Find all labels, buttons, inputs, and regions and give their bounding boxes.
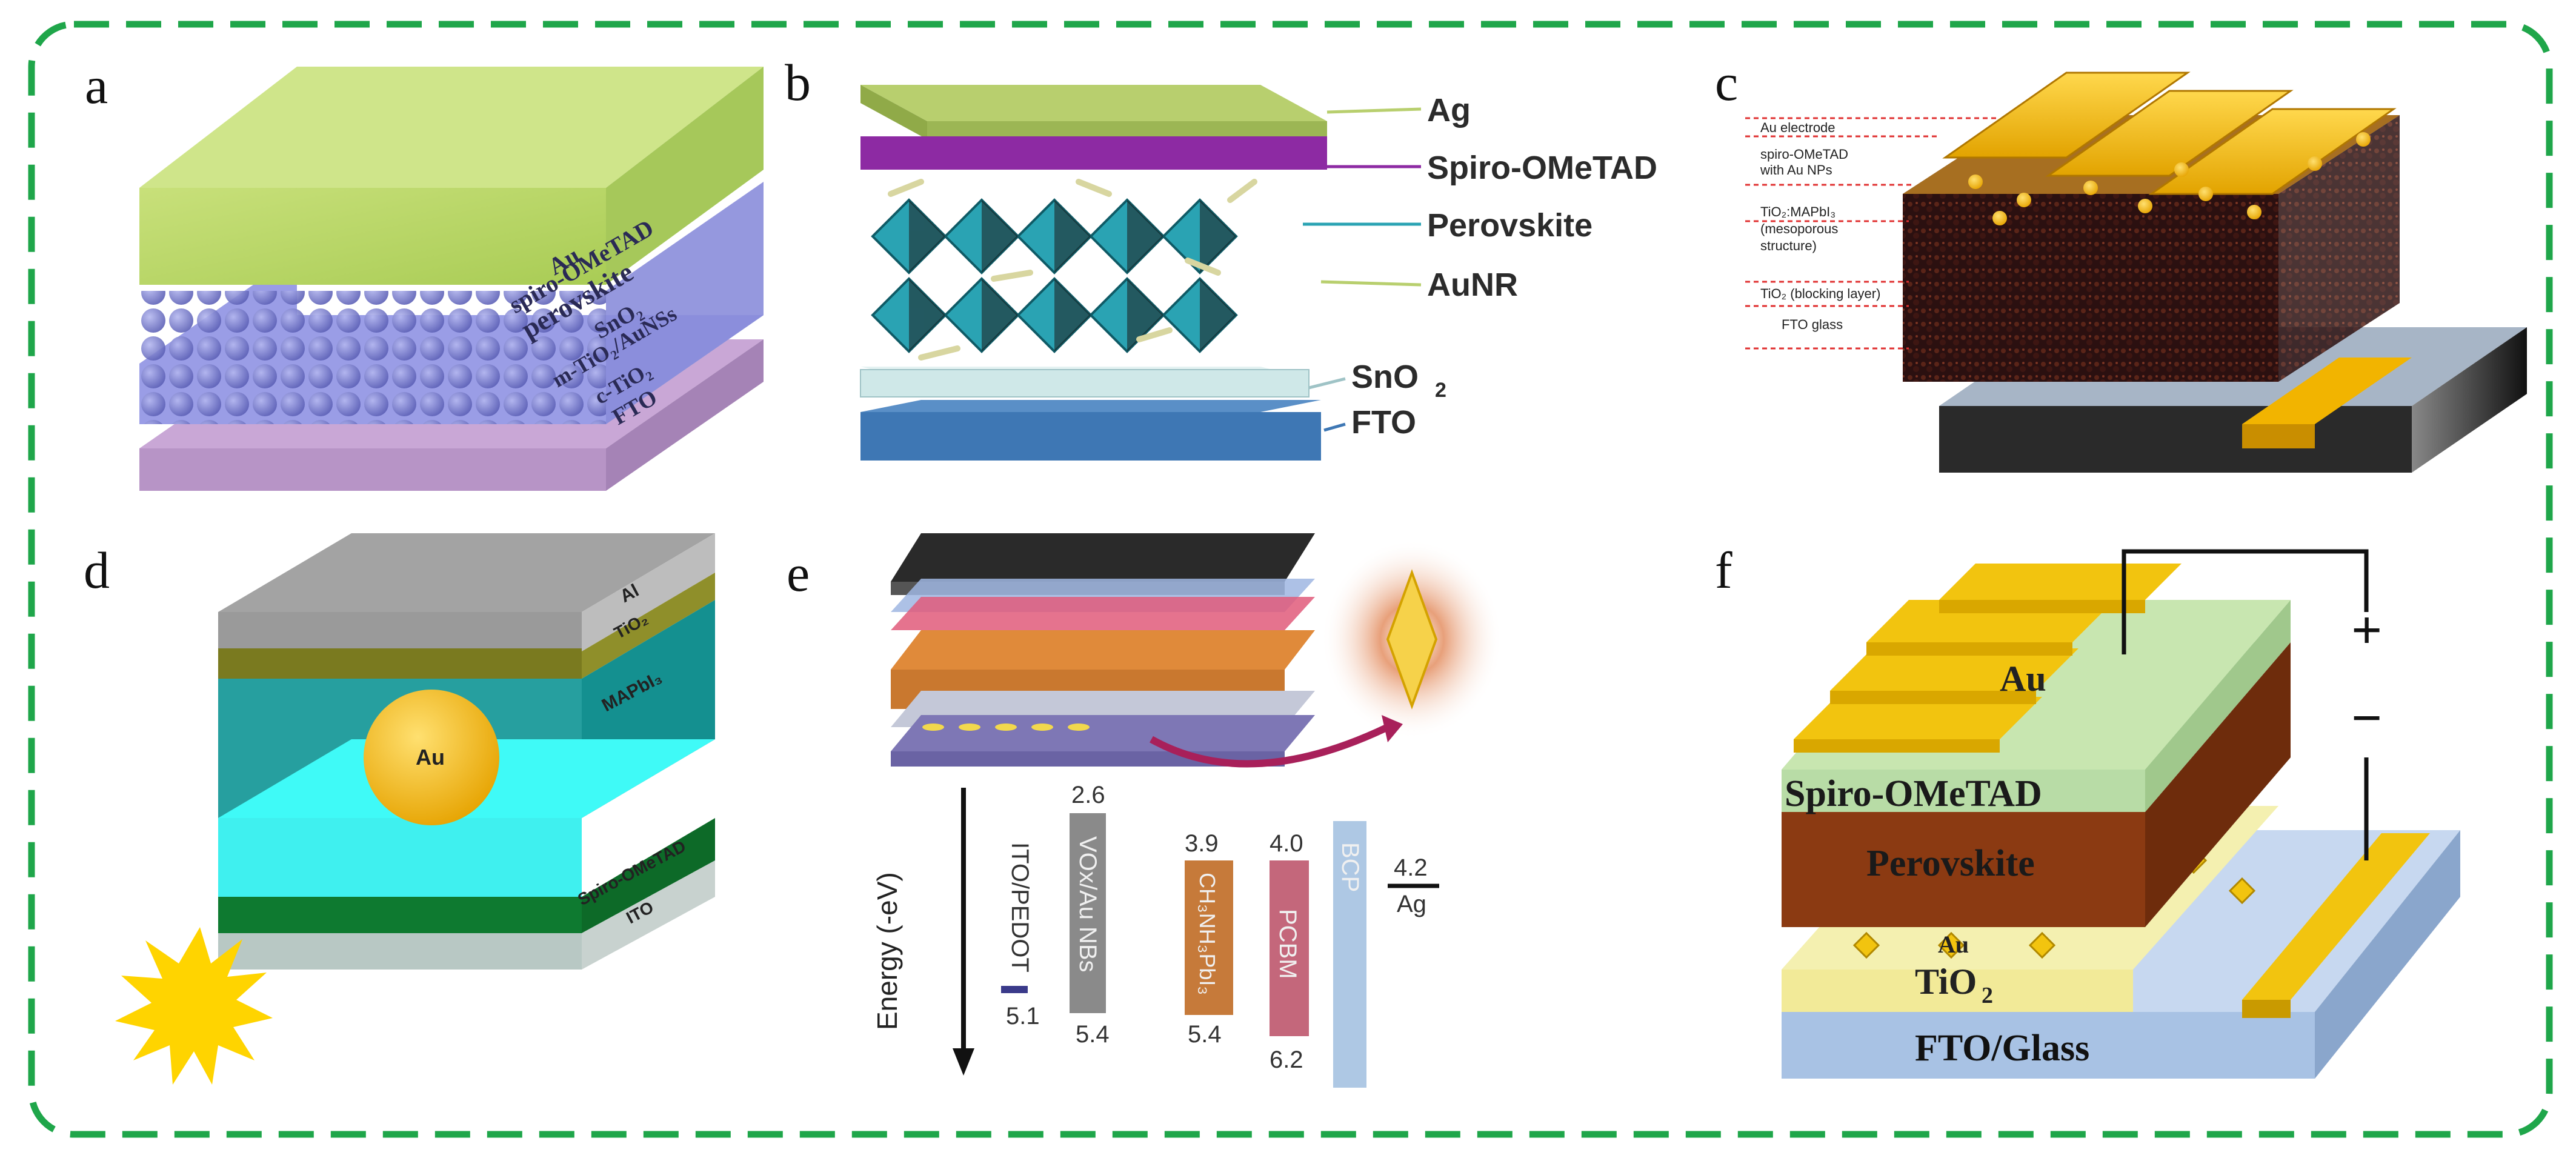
panel-e-bar-bottom: 5.4 bbox=[1188, 1021, 1222, 1048]
panel-e-bar-bottom: 5.4 bbox=[1076, 1021, 1110, 1048]
panel-e-letter: e bbox=[787, 544, 810, 602]
panel-f-letter: f bbox=[1715, 541, 1732, 599]
panel-d-al-layer bbox=[218, 533, 715, 612]
panel-f-au-electrodes bbox=[1794, 564, 2182, 753]
panel-c-letter: c bbox=[1715, 53, 1738, 111]
panel-c-label: Au electrode bbox=[1760, 120, 1835, 135]
panel-b-label-perovskite: Perovskite bbox=[1427, 207, 1593, 244]
panel-e-bar-label: PCBM bbox=[1274, 909, 1301, 979]
panel-d-label-au: Au bbox=[416, 745, 445, 770]
panel-f: f bbox=[1715, 541, 2460, 1079]
panel-e-bar-top: 4.0 bbox=[1270, 830, 1303, 857]
panel-f-spiro-layer bbox=[1782, 770, 2145, 812]
sun-icon bbox=[115, 927, 273, 1085]
panel-b-label-sno2-subscript: 2 bbox=[1435, 379, 1446, 402]
panel-e-bar-pcbm bbox=[1270, 860, 1309, 1036]
panel-f-label-perovskite: Perovskite bbox=[1866, 843, 2035, 884]
panel-e-bar-label: VOx/Au NBs bbox=[1074, 836, 1101, 973]
panel-b-letter: b bbox=[785, 53, 811, 111]
panel-c-label: spiro-OMeTAD bbox=[1760, 147, 1848, 162]
figure-border bbox=[28, 21, 2553, 1138]
panel-f-plus-sign: + bbox=[2351, 600, 2382, 660]
panel-b-label-aunr: AuNR bbox=[1427, 267, 1518, 303]
panel-c-label: (mesoporous bbox=[1760, 221, 1838, 236]
panel-e-bar-label: BCP bbox=[1337, 842, 1363, 892]
panel-f-label-au: Au bbox=[2000, 659, 2046, 699]
panel-a-au-layer bbox=[139, 67, 764, 188]
panel-e-bar-bcp bbox=[1333, 821, 1366, 1088]
panel-b-perovskite-octahedra bbox=[871, 179, 1257, 361]
panel-f-label-tio2: TiO bbox=[1915, 962, 1977, 1002]
panel-d-letter: d bbox=[84, 541, 110, 599]
panel-e-bar-top: 4.2 bbox=[1394, 854, 1428, 881]
panel-e-bar-bottom: 6.2 bbox=[1270, 1046, 1303, 1073]
panel-b-label-ag: Ag bbox=[1427, 92, 1471, 128]
panel-b-label-fto: FTO bbox=[1351, 404, 1416, 441]
panel-e-bar-top: 2.6 bbox=[1071, 782, 1105, 808]
panel-c-au-electrodes bbox=[1942, 72, 2397, 195]
panel-b: b bbox=[785, 53, 1657, 461]
panel-f-label-fto: FTO/Glass bbox=[1915, 1028, 2089, 1069]
panel-b-fto-layer bbox=[860, 400, 1321, 412]
panel-e-bar-vox bbox=[1070, 813, 1106, 1013]
panel-e-bar-label: ITO/PEDOT bbox=[1007, 842, 1033, 973]
panel-e-bar-perovskite bbox=[1185, 860, 1233, 1015]
panel-b-label-spiro: Spiro-OMeTAD bbox=[1427, 150, 1657, 186]
panel-e-bar-label: Ag bbox=[1397, 891, 1426, 917]
panel-c: c bbox=[1715, 53, 2527, 473]
panel-c-label: FTO glass bbox=[1782, 317, 1843, 332]
panel-e-bar-itopedot bbox=[1001, 986, 1028, 993]
panel-d-tio2-layer bbox=[218, 648, 582, 679]
panel-e: e Energy (-eV) ITO/PEDOT bbox=[787, 533, 1503, 1088]
panel-f-label-spiro: Spiro-OMeTAD bbox=[1785, 773, 2042, 814]
panel-a: a Au spiro-OMeTAD perovskite SnO₂ m-TiO₂… bbox=[85, 56, 764, 491]
panel-a-letter: a bbox=[85, 56, 108, 115]
panel-d-au-sphere bbox=[364, 690, 499, 825]
panel-c-label: with Au NPs bbox=[1760, 162, 1832, 178]
panel-d-ito-layer bbox=[218, 933, 582, 970]
panel-d: d Al TiO₂ Au MAPbI₃ Spiro-OMeTAD ITO bbox=[84, 533, 715, 1085]
panel-f-label-au-np: Au bbox=[1938, 931, 1969, 958]
panel-b-ag-layer bbox=[860, 85, 1327, 121]
panel-f-circuit-wire bbox=[2122, 549, 2369, 654]
panel-c-label: structure) bbox=[1760, 238, 1817, 253]
panel-f-label-tio2-subscript: 2 bbox=[1982, 983, 1993, 1008]
panel-e-bar-top: 3.9 bbox=[1185, 830, 1219, 857]
panel-e-axis-label: Energy (-eV) bbox=[871, 872, 903, 1030]
panel-e-au-nanobipyramid bbox=[1386, 569, 1438, 710]
panel-b-label-sno2: SnO bbox=[1351, 359, 1419, 395]
panel-e-bar-bottom: 5.1 bbox=[1006, 1003, 1040, 1030]
panel-e-transfer-arrow bbox=[1150, 724, 1390, 768]
panel-e-bar-label: CH₃NH₃PbI₃ bbox=[1195, 873, 1220, 995]
panel-d-spiro-layer bbox=[218, 897, 582, 933]
panel-f-minus-sign: − bbox=[2351, 688, 2382, 748]
panel-c-label: TiO₂:MAPbI₃ bbox=[1760, 204, 1835, 219]
panel-c-label: TiO₂ (blocking layer) bbox=[1760, 286, 1880, 301]
